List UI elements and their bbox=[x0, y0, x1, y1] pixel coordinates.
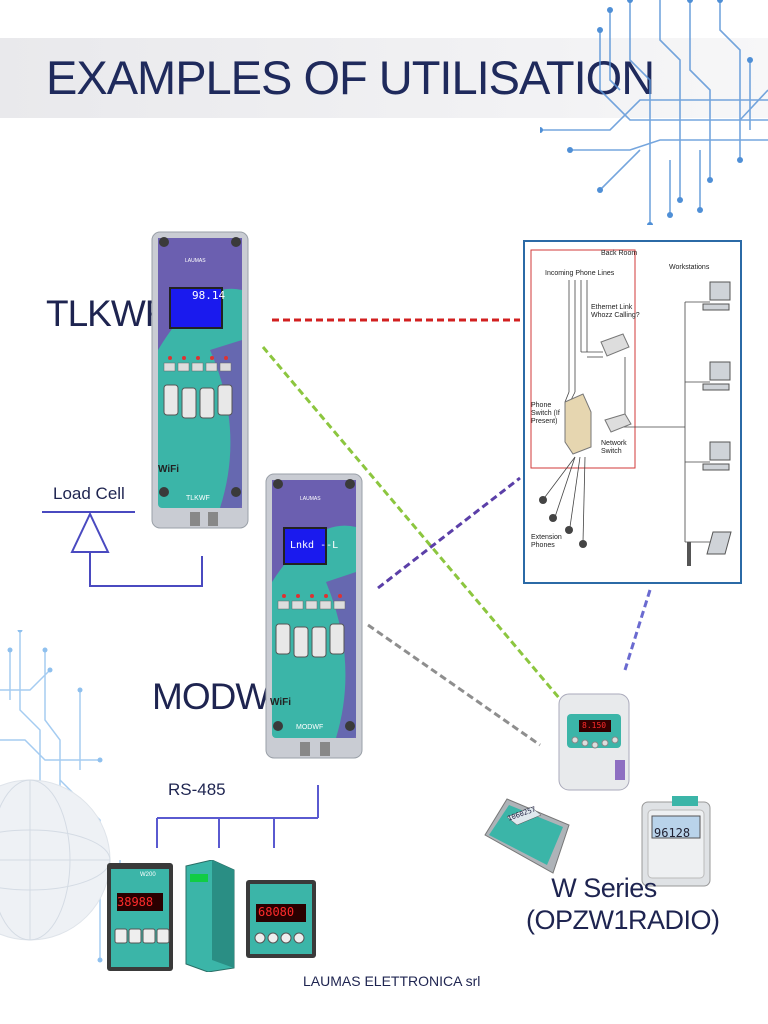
tlkwf-label: TLKWF bbox=[46, 293, 167, 334]
w-series-label: W Series bbox=[551, 873, 657, 903]
w-series-3-readout: 96128 bbox=[654, 826, 691, 840]
modwf-brand: LAUMAS bbox=[300, 496, 321, 502]
w100-readout: 68080 bbox=[258, 905, 295, 919]
w-series-device-1 bbox=[558, 693, 630, 791]
opzw1radio-label: (OPZW1RADIO) bbox=[526, 905, 720, 935]
tlkwf-display: 98.14 bbox=[192, 289, 226, 302]
label-extension-phones: Extension Phones bbox=[531, 534, 562, 549]
modwf-model-label: MODWF bbox=[296, 724, 324, 731]
tlkwf-brand: LAUMAS bbox=[185, 258, 206, 264]
footer-company: LAUMAS ELETTRONICA srl bbox=[303, 973, 481, 989]
network-diagram-drawing bbox=[530, 249, 732, 566]
modwf-device bbox=[265, 473, 363, 759]
title-band bbox=[0, 38, 768, 118]
w-series-1-readout: 8.150 bbox=[582, 721, 607, 730]
link-modwf-wseries bbox=[367, 623, 541, 747]
w200-readout: 38988 bbox=[117, 895, 154, 909]
tlkwf-wifi-label: WiFi bbox=[158, 464, 180, 475]
w-series-device-3 bbox=[641, 796, 711, 887]
modwf-wifi-label: WiFi bbox=[270, 697, 292, 708]
w200-indicator bbox=[107, 863, 173, 971]
link-modwf-network bbox=[377, 476, 521, 590]
label-phone-switch: Phone Switch (If Present) bbox=[531, 402, 560, 425]
rs485-bus bbox=[156, 785, 319, 848]
tlkwf-device bbox=[151, 231, 249, 529]
load-cell-label: Load Cell bbox=[53, 484, 125, 503]
tlkwf-model-label: TLKWF bbox=[186, 495, 210, 502]
network-diagram: Back Room Incoming Phone Lines Ethernet … bbox=[523, 240, 742, 584]
modwf-display: Lnkd --L bbox=[290, 540, 339, 551]
load-cell-symbol bbox=[42, 511, 203, 587]
page-title: EXAMPLES OF UTILISATION bbox=[46, 51, 655, 104]
label-ethernet-link: Ethernet Link Whozz Calling? bbox=[591, 304, 640, 319]
label-incoming-lines: Incoming Phone Lines bbox=[545, 270, 615, 277]
link-tlkwf-wseries bbox=[261, 346, 567, 706]
w100-indicator bbox=[246, 880, 316, 958]
rs485-label: RS-485 bbox=[168, 780, 226, 799]
circuit-decoration-top bbox=[540, 0, 768, 225]
label-workstations: Workstations bbox=[669, 264, 710, 271]
w-series-device-2 bbox=[484, 798, 570, 874]
w200-model-label: W200 bbox=[140, 872, 156, 878]
label-network-switch: Network Switch bbox=[601, 440, 627, 455]
din-rail-module bbox=[185, 860, 235, 972]
label-back-room: Back Room bbox=[601, 250, 638, 257]
circuit-decoration-bottom bbox=[0, 630, 123, 963]
link-network-wseries bbox=[623, 589, 652, 671]
